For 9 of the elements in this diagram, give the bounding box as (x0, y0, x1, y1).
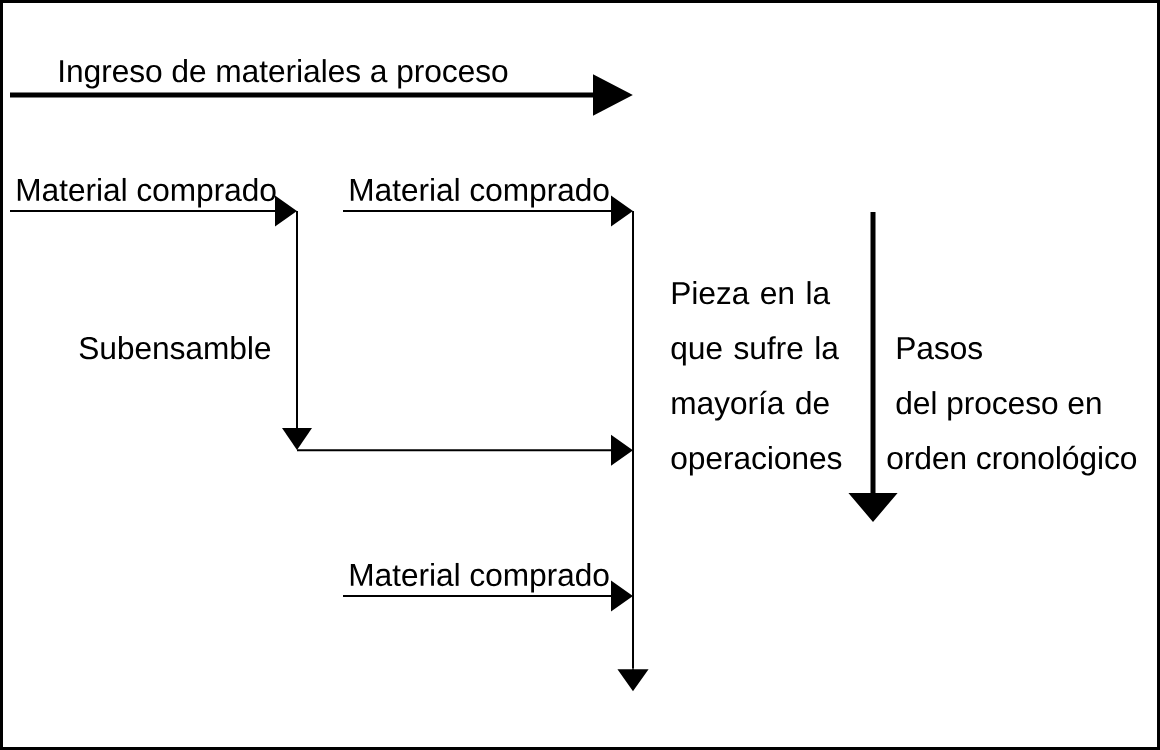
text-label: Material comprado (350, 562, 609, 593)
text-label: Material comprado (17, 177, 276, 208)
text-label: Ingreso de materiales a proceso (60, 59, 508, 89)
text-label: Pasos del proceso en orden cronológico (887, 337, 1137, 476)
text-label: Material comprado (350, 177, 609, 208)
vertical-line (282, 210, 312, 450)
side-label: Subensamble (79, 336, 271, 360)
vertical-line (632, 210, 634, 669)
side-label: Pieza en la que sufre la mayoría de operaciones (671, 281, 842, 476)
